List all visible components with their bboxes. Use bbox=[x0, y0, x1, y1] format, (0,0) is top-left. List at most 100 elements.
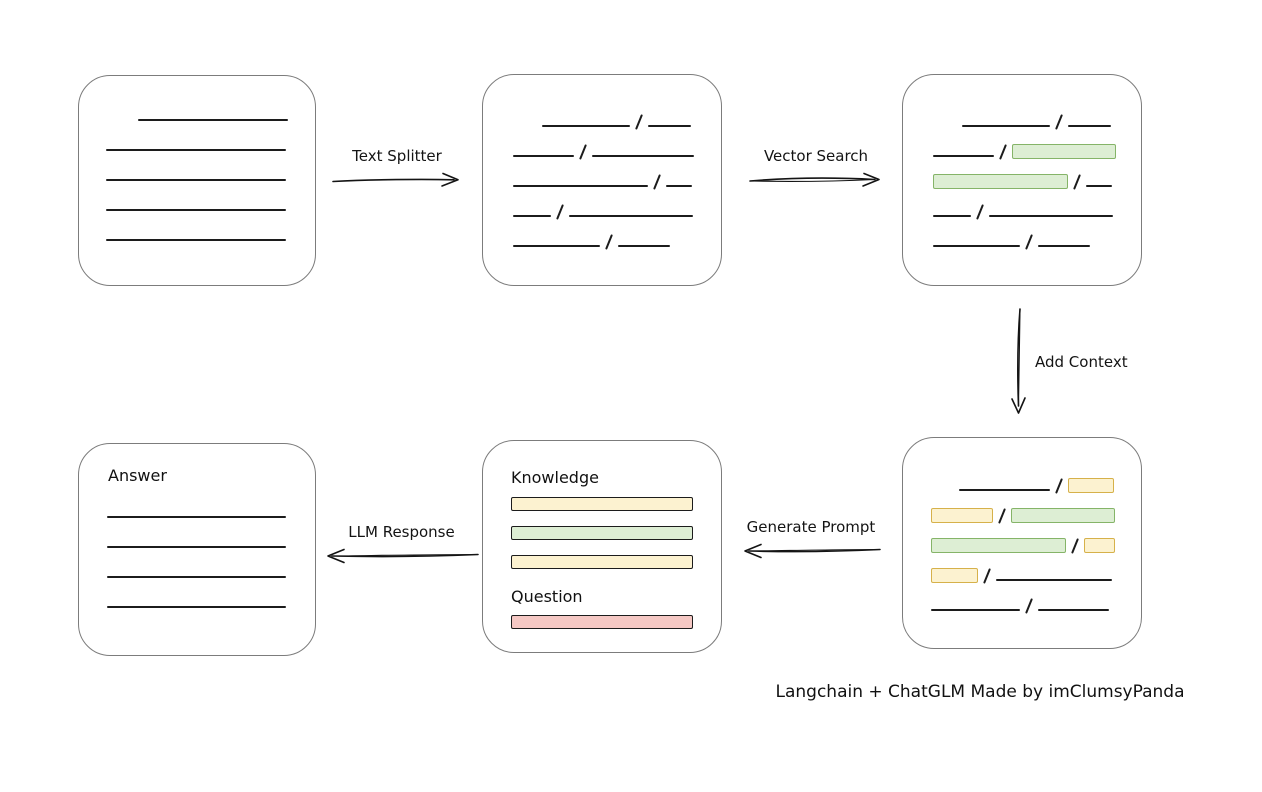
answer-box: Answer bbox=[78, 443, 316, 656]
chunk-row bbox=[931, 552, 1141, 584]
yellow-highlight-chunk bbox=[1068, 478, 1115, 493]
text-splitter-label: Text Splitter bbox=[352, 147, 442, 165]
split-chunk-lines bbox=[483, 75, 721, 250]
yellow-highlight-chunk bbox=[1084, 538, 1116, 553]
answer-text-lines bbox=[79, 489, 315, 609]
green-highlight-chunk bbox=[1012, 144, 1117, 159]
yellow-bar bbox=[511, 555, 693, 569]
context-chunk-lines bbox=[903, 438, 1141, 614]
text-line bbox=[648, 125, 692, 127]
chunk-row bbox=[513, 98, 721, 130]
text-line bbox=[933, 215, 971, 217]
text-line bbox=[666, 185, 693, 187]
left-arrow-icon bbox=[327, 548, 479, 564]
chunk-row bbox=[107, 579, 315, 609]
chunk-row bbox=[106, 122, 315, 152]
yellow-bar bbox=[511, 497, 693, 511]
chunk-row bbox=[933, 98, 1141, 130]
chunk-row bbox=[107, 519, 315, 549]
source-document-box bbox=[78, 75, 316, 286]
text-line bbox=[107, 606, 286, 608]
question-bars bbox=[511, 615, 721, 629]
text-line bbox=[989, 215, 1114, 217]
generate-prompt-label: Generate Prompt bbox=[746, 518, 876, 536]
text-line bbox=[592, 155, 695, 157]
text-line bbox=[107, 516, 286, 518]
text-line bbox=[569, 215, 694, 217]
text-line bbox=[1038, 609, 1110, 611]
yellow-highlight-chunk bbox=[931, 508, 993, 523]
generate-prompt-arrow-group: Generate Prompt bbox=[739, 517, 883, 561]
text-splitter-arrow-group: Text Splitter bbox=[330, 146, 464, 190]
down-arrow-icon bbox=[1011, 308, 1026, 414]
knowledge-bars bbox=[511, 497, 721, 569]
knowledge-label: Knowledge bbox=[511, 468, 599, 487]
green-bar bbox=[511, 526, 693, 540]
chunk-row bbox=[107, 549, 315, 579]
text-line bbox=[106, 239, 286, 241]
text-line bbox=[1068, 125, 1112, 127]
chunk-row bbox=[931, 492, 1141, 524]
text-line bbox=[513, 155, 574, 157]
answer-label: Answer bbox=[108, 466, 167, 485]
vector-search-result-box bbox=[902, 74, 1142, 286]
text-line bbox=[138, 119, 288, 121]
chunk-row bbox=[107, 489, 315, 519]
green-highlight-chunk bbox=[1011, 508, 1116, 523]
chunk-row bbox=[931, 462, 1141, 494]
yellow-highlight-chunk bbox=[931, 568, 978, 583]
text-line bbox=[931, 609, 1020, 611]
chunk-row bbox=[513, 128, 721, 160]
chunk-row bbox=[106, 212, 315, 242]
right-arrow-icon bbox=[749, 172, 880, 187]
question-label: Question bbox=[511, 587, 583, 606]
llm-response-label: LLM Response bbox=[348, 523, 455, 541]
chunk-separator-slash bbox=[1025, 234, 1034, 250]
text-line bbox=[107, 576, 286, 578]
text-line bbox=[513, 245, 600, 247]
text-line bbox=[106, 209, 286, 211]
text-line bbox=[1086, 185, 1113, 187]
chunk-row bbox=[513, 158, 721, 190]
text-line bbox=[933, 155, 994, 157]
chunk-row bbox=[106, 182, 315, 212]
text-line bbox=[513, 215, 551, 217]
llm-response-arrow-group: LLM Response bbox=[322, 522, 481, 566]
vector-search-arrow-group: Vector Search bbox=[747, 146, 885, 190]
text-line bbox=[106, 149, 286, 151]
chunk-row bbox=[931, 582, 1141, 614]
context-chunks-box bbox=[902, 437, 1142, 649]
left-arrow-icon bbox=[744, 543, 881, 559]
right-arrow-icon bbox=[332, 172, 459, 187]
chunk-row bbox=[933, 218, 1141, 250]
chunk-separator-slash bbox=[605, 234, 614, 250]
text-line bbox=[996, 579, 1113, 581]
chunk-row bbox=[106, 152, 315, 182]
document-text-lines bbox=[79, 76, 315, 242]
prompt-box: Knowledge Question bbox=[482, 440, 722, 653]
chunk-row bbox=[933, 128, 1141, 160]
chunk-separator-slash bbox=[1025, 598, 1034, 614]
text-line bbox=[959, 489, 1050, 491]
caption: Langchain + ChatGLM Made by imClumsyPand… bbox=[775, 682, 1185, 702]
text-line bbox=[107, 546, 286, 548]
split-chunks-box bbox=[482, 74, 722, 286]
text-line bbox=[542, 125, 630, 127]
text-line bbox=[1038, 245, 1091, 247]
chunk-row bbox=[931, 522, 1141, 554]
chunk-row bbox=[933, 188, 1141, 220]
text-line bbox=[618, 245, 671, 247]
text-line bbox=[513, 185, 648, 187]
search-result-lines bbox=[903, 75, 1141, 250]
add-context-label: Add Context bbox=[1035, 353, 1128, 371]
chunk-row bbox=[106, 92, 315, 122]
green-highlight-chunk bbox=[931, 538, 1066, 553]
text-line bbox=[933, 245, 1020, 247]
chunk-row bbox=[513, 218, 721, 250]
red-bar bbox=[511, 615, 693, 629]
chunk-row bbox=[513, 188, 721, 220]
text-line bbox=[962, 125, 1050, 127]
vector-search-label: Vector Search bbox=[763, 147, 869, 165]
green-highlight-chunk bbox=[933, 174, 1068, 189]
